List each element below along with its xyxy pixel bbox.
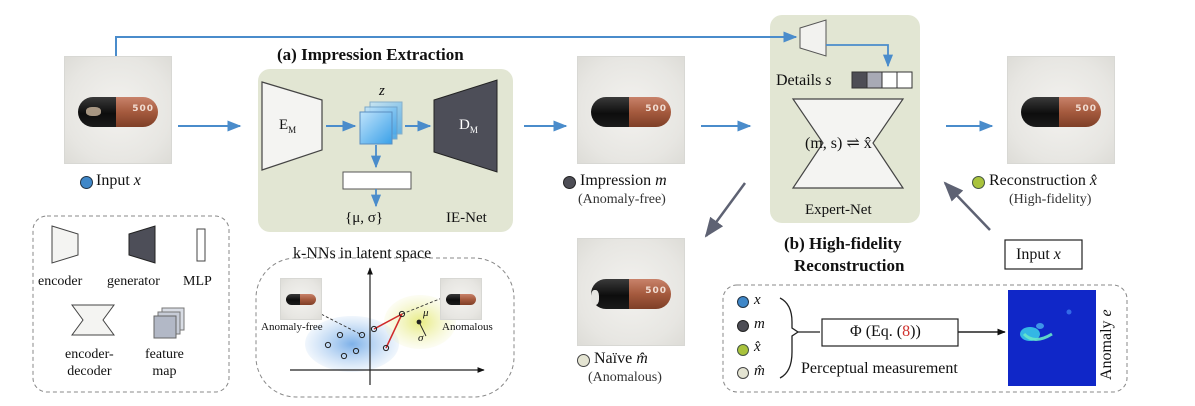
perc-input-x: x (754, 292, 761, 308)
legend-box (32, 215, 230, 393)
knn-anomaly-free-label: Anomaly-free (261, 321, 323, 333)
perc-input-m: m (754, 316, 765, 332)
legend-encoder-decoder-shape (71, 304, 115, 336)
equation-ref[interactable]: 8 (902, 323, 911, 340)
legend-mlp-shape (196, 228, 206, 262)
expert-net-label: Expert-Net (805, 202, 872, 218)
impression-image: 500 (577, 56, 685, 164)
perc-dot-x (737, 296, 749, 308)
hf-title-line2: Reconstruction (794, 256, 905, 275)
naive-image: 500 (577, 238, 685, 346)
reconstruction-label: Reconstruction x̂ (989, 172, 1097, 189)
reconstruction-image: 500 (1007, 56, 1115, 164)
knn-sigma-label: σ (418, 332, 424, 344)
phi-label: Φ (Eq. (8)) (850, 323, 921, 340)
knn-anomalous-image (440, 278, 482, 320)
expert-encoder-decoder-shape (791, 98, 905, 189)
anomaly-label: Anomaly e (1098, 309, 1115, 380)
reconstruction-dot (972, 176, 985, 189)
mlp-bar (342, 171, 412, 190)
input-label: Input x (96, 172, 141, 189)
perc-input-mhat: m̂ (754, 363, 765, 379)
stats-label: {μ, σ} (345, 210, 384, 226)
skip-arrow (115, 31, 798, 63)
knn-box (255, 257, 515, 398)
impression-label: Impression m (580, 172, 667, 189)
legend-feature-map-label: feature map (145, 347, 184, 379)
perc-input-xhat: x̂ (754, 339, 761, 355)
legend-generator-shape (128, 225, 156, 264)
perc-dot-xhat (737, 344, 749, 356)
legend-feature-map-shape (153, 315, 177, 339)
knn-anomalous-label: Anomalous (442, 321, 493, 333)
expert-formula: (m, s) ⇌ x̂ (805, 135, 872, 152)
latent-label: z (379, 83, 385, 99)
naive-label: Naïve m̂ (594, 350, 648, 367)
impression-note: (Anomaly-free) (578, 192, 666, 207)
knn-mu-label: μ (423, 307, 429, 319)
perc-dot-mhat (737, 367, 749, 379)
perc-dot-m (737, 320, 749, 332)
input-bracket (779, 297, 800, 379)
input-dot (80, 176, 93, 189)
reconstruction-note: (High-fidelity) (1009, 192, 1092, 207)
legend-encoder-label: encoder (38, 274, 83, 289)
legend-encoder-decoder-label: encoder- decoder (65, 347, 114, 379)
details-label: Details s (776, 72, 832, 89)
legend-generator-label: generator (107, 274, 160, 289)
perceptual-measurement-label: Perceptual measurement (801, 360, 958, 377)
legend-mlp-label: MLP (183, 274, 212, 289)
encoder-label: EM (279, 117, 297, 135)
hf-title-line1: (b) High-fidelity (784, 234, 902, 253)
knn-anomaly-free-image (280, 278, 322, 320)
impression-dot (563, 176, 576, 189)
naive-dot (577, 354, 590, 367)
perceptual-box (722, 284, 1128, 393)
input-x-box (1004, 239, 1083, 270)
input-box-label: Input x (1016, 246, 1061, 263)
legend-encoder-shape (51, 225, 79, 264)
ie-net-label: IE-Net (446, 210, 487, 226)
knn-title: k-NNs in latent space (293, 245, 432, 262)
input-image: 500 (64, 56, 172, 164)
decoder-shape (433, 79, 498, 173)
naive-note: (Anomalous) (588, 370, 662, 385)
details-encoder-shape (799, 19, 827, 57)
impression-extraction-title: (a) Impression Extraction (277, 45, 464, 64)
decoder-label: DM (459, 117, 478, 135)
anomaly-map (1008, 290, 1096, 386)
feature-map (359, 111, 393, 145)
details-arrow (826, 44, 894, 68)
encoder-shape (261, 81, 323, 171)
